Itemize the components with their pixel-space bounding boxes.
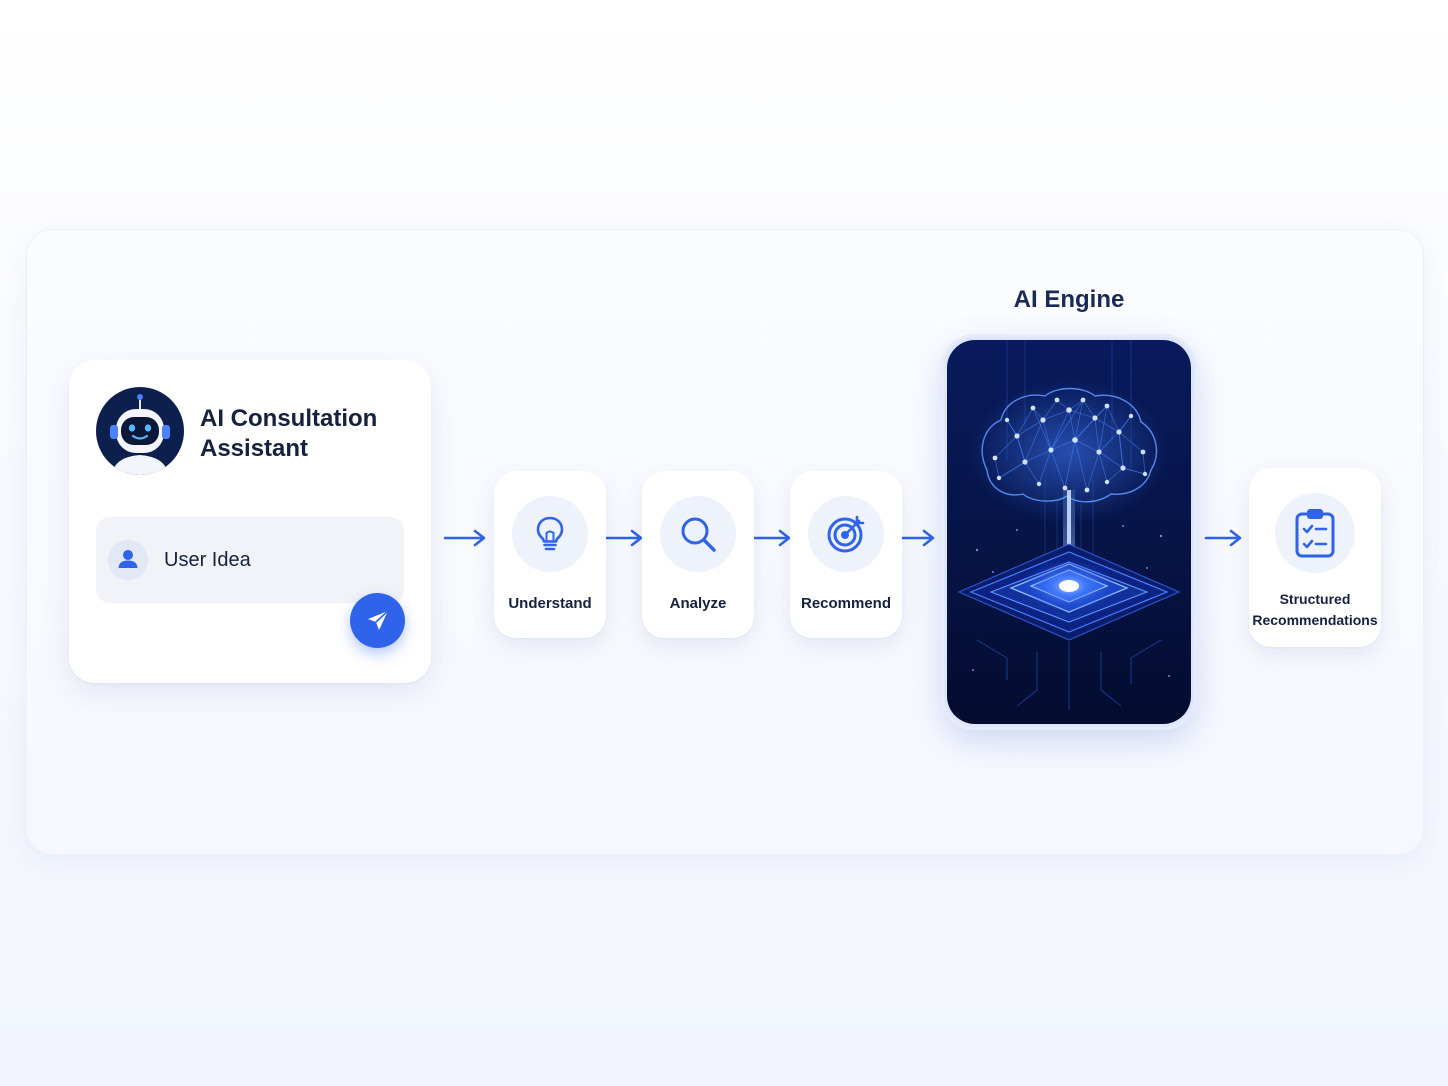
lightbulb-icon	[512, 496, 588, 572]
flow-arrow	[753, 529, 791, 547]
flow-arrow	[443, 529, 486, 547]
clipboard-checklist-icon	[1275, 493, 1355, 573]
step-label: Analyze	[669, 595, 727, 612]
flow-arrow	[1204, 529, 1242, 547]
flow-arrow	[901, 529, 935, 547]
user-idea-field[interactable]: User Idea	[96, 517, 404, 603]
step-recommend: Recommend	[790, 471, 902, 638]
assistant-card: AI Consultation Assistant User Idea	[69, 360, 431, 683]
engine-title: AI Engine	[1013, 286, 1125, 313]
ai-engine-card	[944, 337, 1194, 727]
robot-avatar-icon	[96, 387, 184, 475]
step-label: Understand	[508, 595, 592, 612]
magnifier-icon	[660, 496, 736, 572]
send-icon	[368, 610, 389, 630]
step-analyze: Analyze	[642, 471, 754, 638]
assistant-title: AI Consultation Assistant	[200, 405, 378, 462]
step-label: Recommend	[800, 595, 892, 612]
target-icon	[808, 496, 884, 572]
flow-arrow	[605, 529, 643, 547]
structured-recommendations-card: Structured Recommendations	[1249, 468, 1381, 647]
step-understand: Understand	[494, 471, 606, 638]
user-icon	[108, 540, 148, 580]
send-button[interactable]	[350, 593, 405, 648]
result-label: Structured Recommendations	[1252, 591, 1378, 628]
neural-brain-illustration	[947, 340, 1191, 724]
user-idea-label: User Idea	[164, 549, 251, 571]
